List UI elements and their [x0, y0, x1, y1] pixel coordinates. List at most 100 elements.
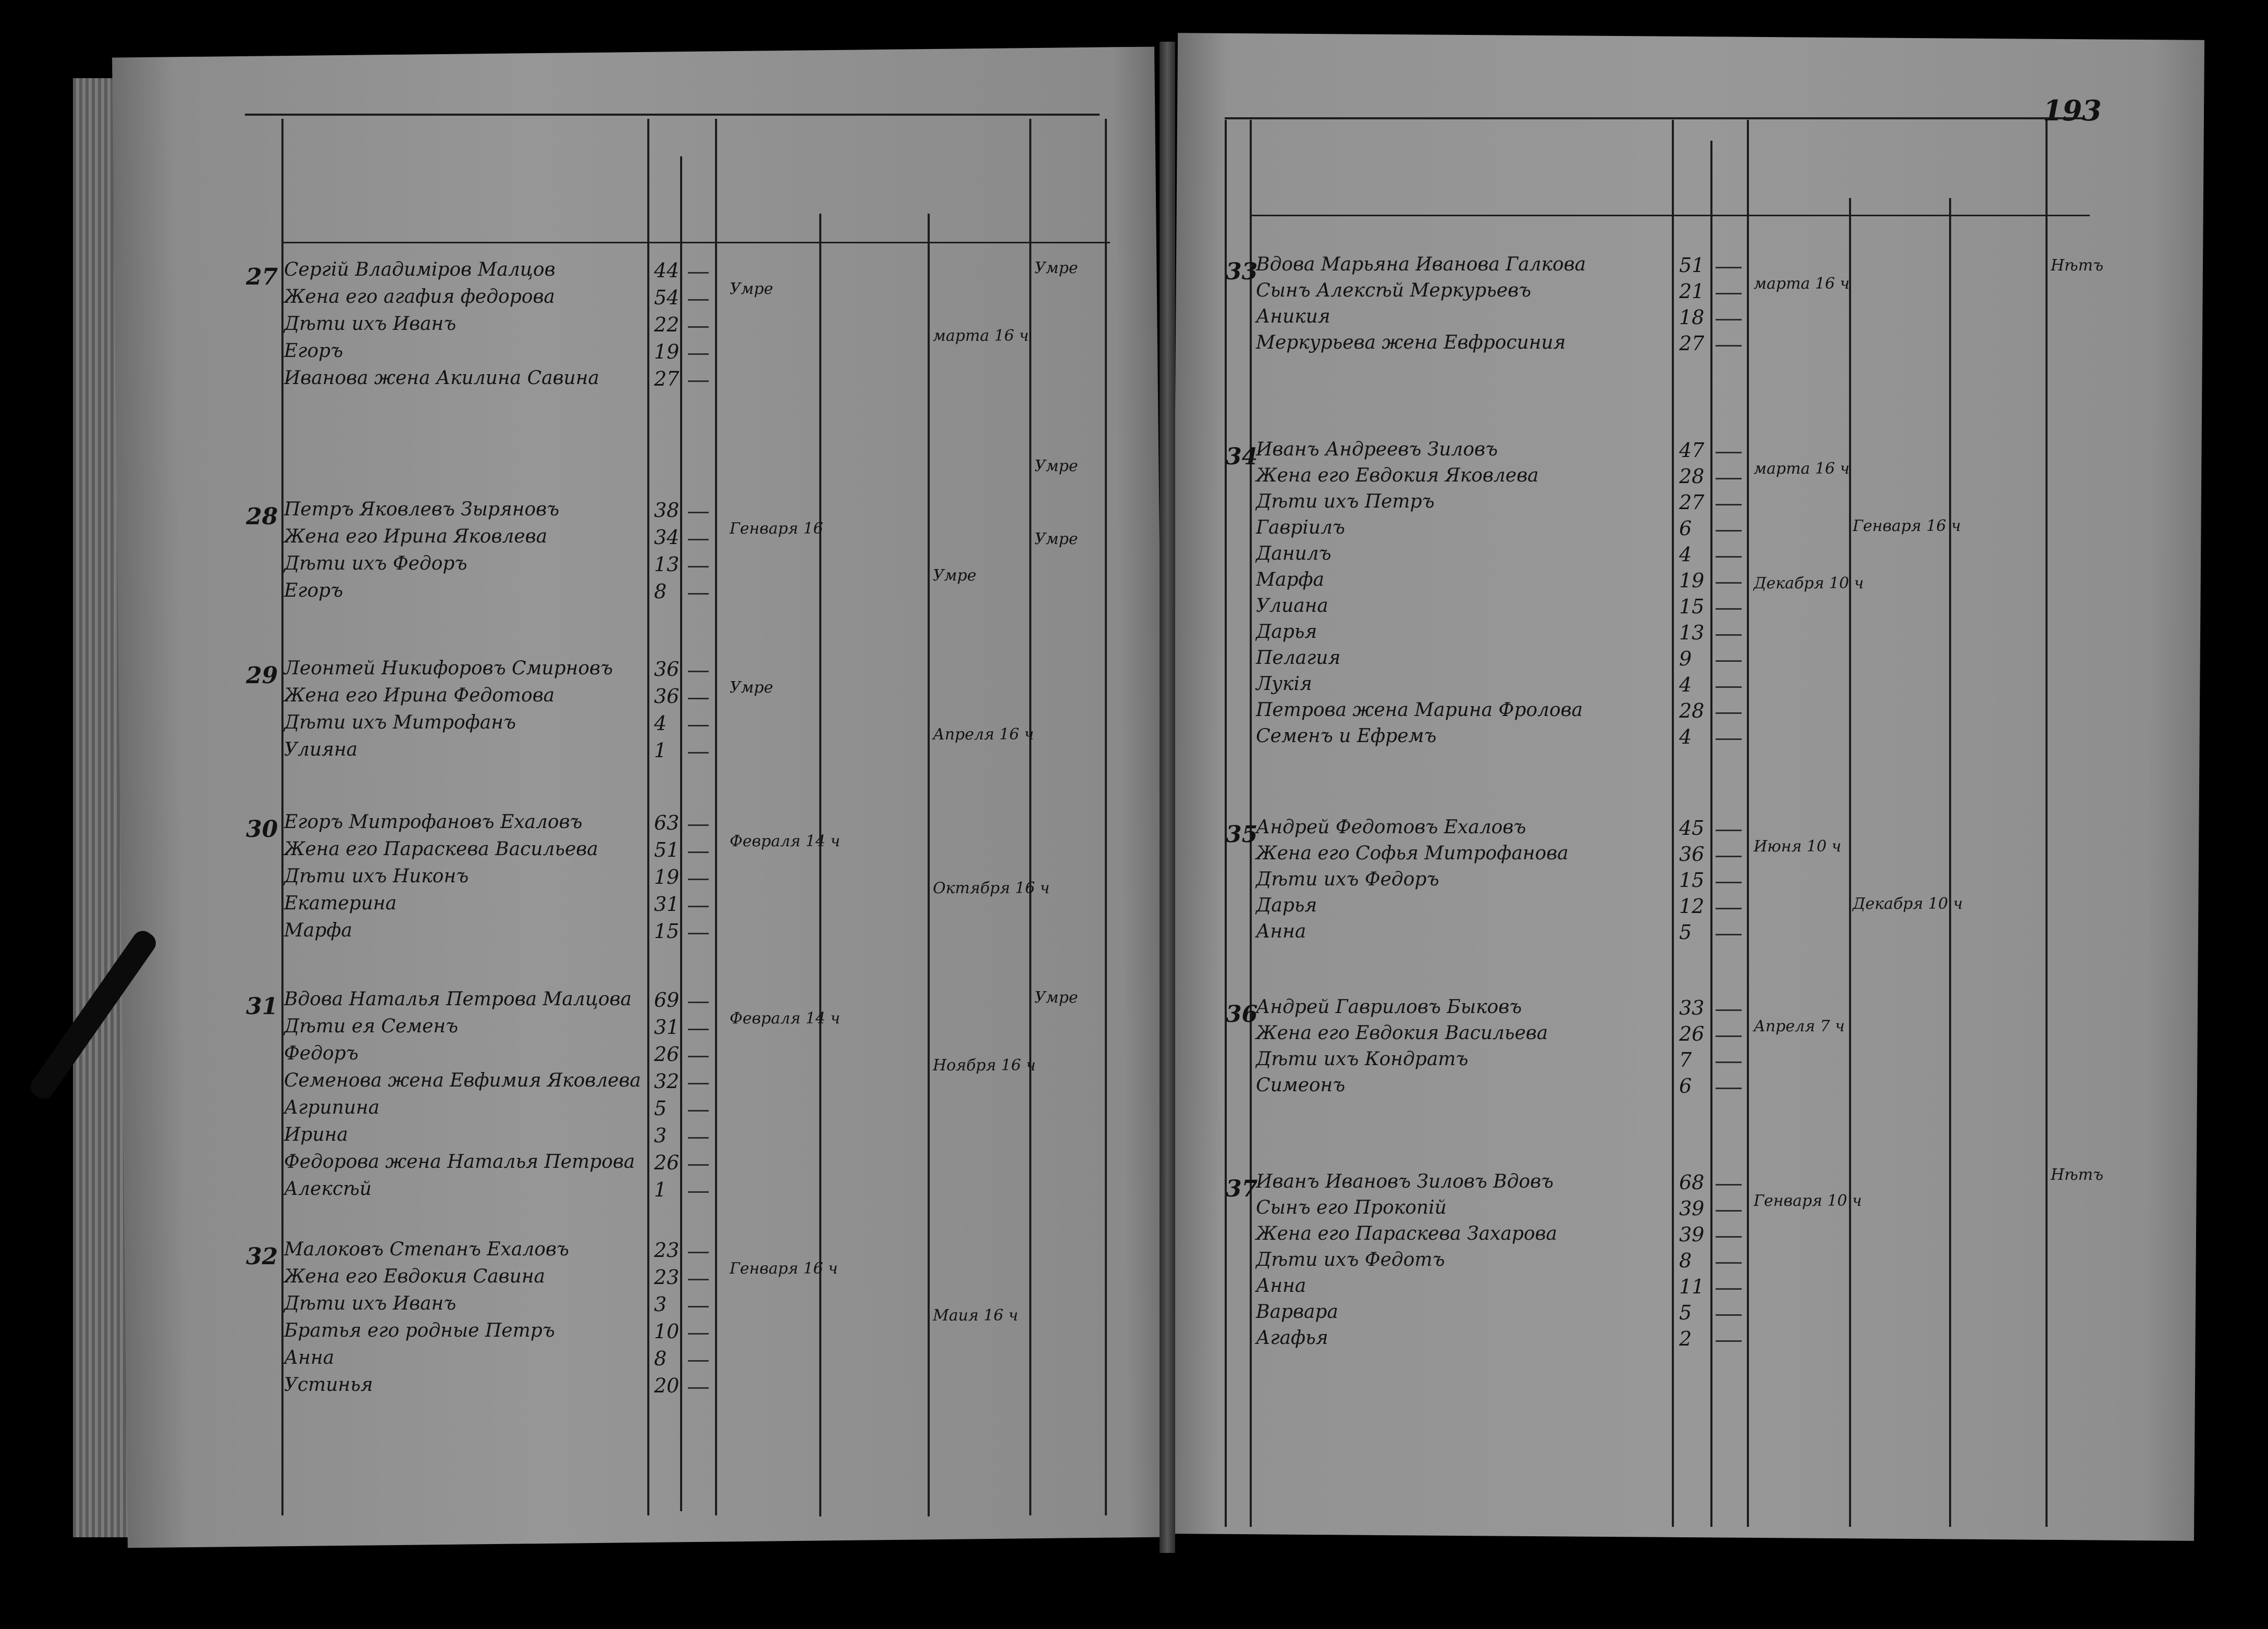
entry-age: 5 — [1679, 1301, 1692, 1324]
filler-dash — [688, 1083, 709, 1084]
entry-age: 15 — [1679, 595, 1705, 618]
entry-name-line: Улияна — [284, 739, 358, 760]
filler-dash — [1716, 934, 1742, 935]
entry-age: 5 — [654, 1097, 667, 1120]
entry-name-line: Федорова жена Наталья Петрова — [284, 1151, 635, 1173]
entry-name-line: Дѣти ихъ Никонъ — [284, 866, 469, 887]
entry-name-line: Жена его Ирина Яковлева — [284, 526, 548, 547]
entry-age: 63 — [654, 811, 680, 834]
entry-name-line: Егоръ — [284, 340, 343, 362]
filler-dash — [688, 353, 709, 355]
right-table-top-line — [1251, 215, 2090, 216]
entry-note: Февраля 14 ч — [730, 1009, 841, 1028]
filler-dash — [1716, 1009, 1742, 1011]
entry-age: 18 — [1679, 306, 1705, 329]
entry-age: 34 — [654, 526, 680, 549]
filler-dash — [688, 326, 709, 328]
right-col-7 — [1949, 198, 1951, 1527]
filler-dash — [688, 1029, 709, 1030]
filler-dash — [688, 1137, 709, 1139]
entry-name-line: Петръ Яковлевъ Зыряновъ — [284, 499, 560, 520]
filler-dash — [1716, 634, 1742, 636]
right-col-3 — [1672, 120, 1674, 1527]
entry-name-line: Дарья — [1256, 895, 1317, 916]
left-col-1 — [281, 119, 284, 1515]
entry-name-line: Екатерина — [284, 893, 397, 914]
entry-note: марта 16 ч — [933, 327, 1029, 345]
filler-dash — [688, 1306, 709, 1307]
filler-dash — [688, 272, 709, 274]
entry-name-line: Анна — [1256, 921, 1306, 942]
entry-number: 31 — [246, 993, 278, 1020]
right-col-2 — [1250, 120, 1252, 1527]
entry-age: 38 — [654, 499, 680, 522]
entry-name-line: Пелагия — [1256, 647, 1341, 669]
margin-mark: Умре — [1034, 530, 1078, 548]
entry-age: 27 — [1679, 491, 1705, 514]
entry-age: 26 — [1679, 1022, 1705, 1045]
entry-name-line: Андрей Гавриловъ Быковъ — [1256, 996, 1522, 1018]
entry-age: 26 — [654, 1043, 680, 1066]
filler-dash — [1716, 1340, 1742, 1342]
filler-dash — [688, 380, 709, 382]
entry-note: Июня 10 ч — [1754, 837, 1842, 856]
entry-name-line: Егоръ Митрофановъ Ехаловъ — [284, 811, 583, 833]
entry-age: 23 — [654, 1239, 680, 1262]
entry-age: 51 — [654, 838, 680, 861]
entry-name-line: Андрей Федотовъ Ехаловъ — [1256, 817, 1526, 838]
right-col-6 — [1849, 198, 1851, 1527]
entry-name-line: Вдова Марьяна Иванова Галкова — [1256, 254, 1586, 275]
entry-note: Октября 16 ч — [933, 879, 1050, 897]
entry-age: 31 — [654, 1016, 680, 1039]
filler-dash — [688, 1056, 709, 1057]
filler-dash — [1716, 738, 1742, 740]
entry-name-line: Дѣти ихъ Петръ — [1256, 491, 1435, 512]
entry-name-line: Ирина — [284, 1124, 348, 1145]
entry-name-line: Жена его Параскева Васильева — [284, 838, 598, 860]
entry-age: 32 — [654, 1070, 680, 1093]
entry-age: 8 — [654, 580, 667, 603]
entry-age: 4 — [1679, 725, 1692, 748]
entry-note: Декабря 10 ч — [1754, 574, 1864, 593]
entry-age: 51 — [1679, 254, 1705, 277]
entry-name-line: Федоръ — [284, 1043, 359, 1064]
filler-dash — [688, 851, 709, 853]
filler-dash — [688, 1110, 709, 1112]
left-col-6 — [928, 214, 930, 1516]
filler-dash — [1716, 530, 1742, 532]
entry-age: 33 — [1679, 996, 1705, 1019]
left-col-2 — [647, 119, 649, 1515]
filler-dash — [688, 593, 709, 595]
margin-mark: Нѣтъ — [2051, 1166, 2104, 1184]
margin-mark: Умре — [1034, 989, 1078, 1007]
entry-number: 33 — [1226, 258, 1258, 285]
filler-dash — [1716, 1262, 1742, 1264]
right-col-8 — [2045, 120, 2048, 1527]
entry-name-line: Агафья — [1256, 1327, 1328, 1349]
entry-name-line: Жена его Ирина Федотова — [284, 685, 555, 706]
filler-dash — [688, 539, 709, 540]
entry-name-line: Анна — [1256, 1275, 1306, 1297]
entry-age: 28 — [1679, 465, 1705, 488]
entry-name-line: Леонтей Никифоровъ Смирновъ — [284, 658, 613, 679]
left-table-top-line — [281, 242, 1110, 243]
entry-number: 30 — [246, 816, 278, 843]
filler-dash — [688, 933, 709, 934]
entry-age: 13 — [654, 553, 680, 576]
entry-age: 47 — [1679, 439, 1705, 462]
entry-age: 31 — [654, 893, 680, 916]
entry-age: 6 — [1679, 1075, 1692, 1097]
entry-number: 28 — [246, 503, 278, 530]
entry-age: 12 — [1679, 895, 1705, 918]
entry-age: 22 — [654, 313, 680, 336]
entry-name-line: Гавріилъ — [1256, 517, 1345, 538]
entry-age: 20 — [654, 1374, 680, 1397]
right-col-5 — [1747, 120, 1749, 1527]
left-col-8 — [1105, 119, 1107, 1515]
entry-name-line: Дѣти ея Семенъ — [284, 1016, 459, 1037]
filler-dash — [1716, 1062, 1742, 1063]
left-col-3 — [680, 156, 682, 1511]
entry-note: Умре — [730, 280, 773, 298]
entry-name-line: Улиана — [1256, 595, 1328, 616]
entry-name-line: Анна — [284, 1347, 335, 1368]
